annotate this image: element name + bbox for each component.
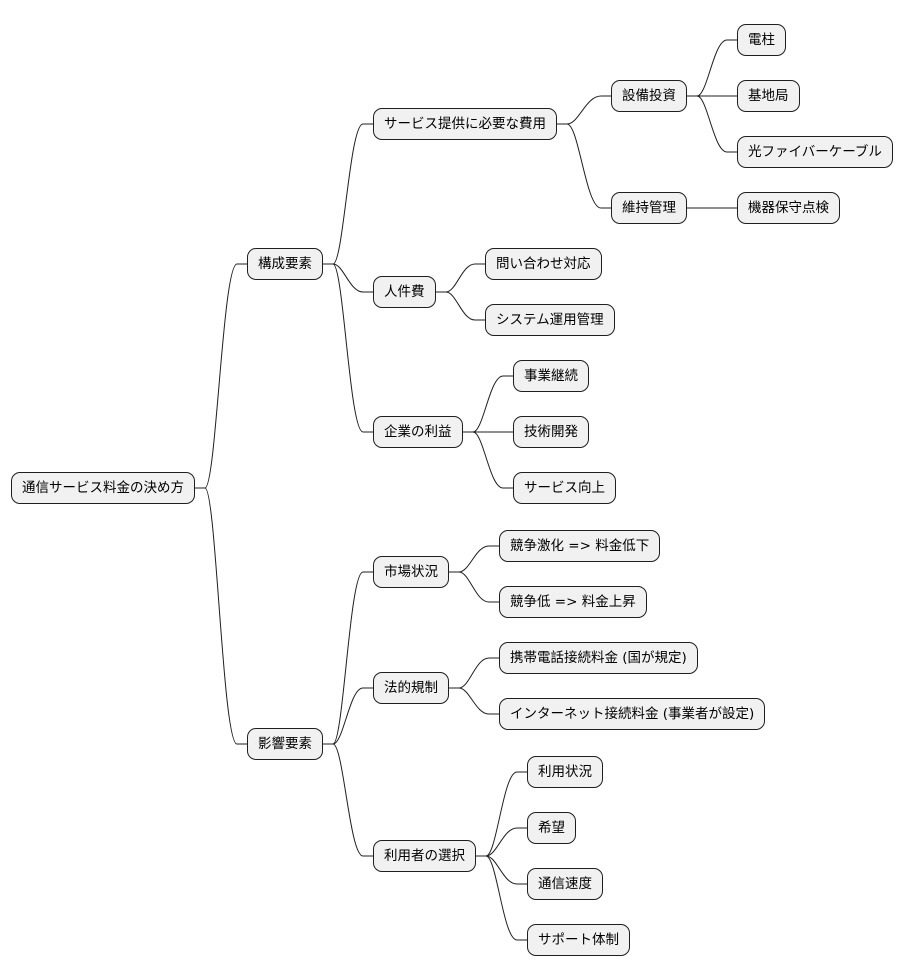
leaf-base-station: 基地局 bbox=[737, 80, 800, 112]
leaf-mobile-connection-fee: 携帯電話接続料金 (国が規定) bbox=[499, 642, 698, 674]
leaf-business-continuity: 事業継続 bbox=[513, 360, 589, 392]
node-maintenance: 維持管理 bbox=[611, 192, 687, 224]
leaf-optical-fiber-cable: 光ファイバーケーブル bbox=[737, 136, 893, 168]
edge-labor-lb1 bbox=[436, 291, 485, 321]
leaf-customer-inquiries: 問い合わせ対応 bbox=[485, 248, 602, 280]
node-equipment-investment: 設備投資 bbox=[611, 80, 687, 112]
node-company-profit: 企業の利益 bbox=[373, 416, 463, 448]
edge-root-comp bbox=[195, 263, 247, 489]
node-user-choice: 利用者の選択 bbox=[373, 840, 476, 872]
edge-svc-maint bbox=[557, 123, 611, 209]
leaf-low-competition: 競争低 => 料金上昇 bbox=[499, 586, 647, 618]
node-legal-regulation: 法的規制 bbox=[373, 672, 449, 704]
edge-labor-lb0 bbox=[436, 263, 485, 293]
edge-equip-eq2 bbox=[687, 95, 737, 153]
leaf-service-improvement: サービス向上 bbox=[513, 472, 616, 504]
node-labor-cost: 人件費 bbox=[373, 276, 436, 308]
node-market-conditions: 市場状況 bbox=[373, 556, 449, 588]
leaf-utility-pole: 電柱 bbox=[737, 24, 786, 56]
edge-profit-pf2 bbox=[463, 431, 513, 489]
edge-infl-mkt bbox=[323, 571, 373, 745]
edge-mkt-mk0 bbox=[449, 545, 499, 573]
edge-comp-labor bbox=[323, 263, 373, 293]
leaf-equipment-inspection: 機器保守点検 bbox=[737, 192, 840, 224]
root-node: 通信サービス料金の決め方 bbox=[11, 472, 195, 504]
edge-infl-reg bbox=[323, 687, 373, 745]
edge-mkt-mk1 bbox=[449, 571, 499, 603]
edge-reg-rg1 bbox=[449, 687, 499, 715]
leaf-internet-connection-fee: インターネット接続料金 (事業者が設定) bbox=[499, 698, 766, 730]
edge-svc-equip bbox=[557, 95, 611, 125]
leaf-usage-status: 利用状況 bbox=[527, 756, 603, 788]
leaf-system-operation: システム運用管理 bbox=[485, 304, 615, 336]
leaf-connection-speed: 通信速度 bbox=[527, 868, 603, 900]
node-influences: 影響要素 bbox=[247, 728, 323, 760]
leaf-preference: 希望 bbox=[527, 812, 576, 844]
edge-usr-us1 bbox=[476, 827, 527, 857]
edge-usr-us2 bbox=[476, 855, 527, 885]
node-components: 構成要素 bbox=[247, 248, 323, 280]
edge-infl-usr bbox=[323, 743, 373, 857]
edge-usr-us3 bbox=[476, 855, 527, 941]
edge-comp-profit bbox=[323, 263, 373, 433]
edge-profit-pf0 bbox=[463, 375, 513, 433]
node-service-cost: サービス提供に必要な費用 bbox=[373, 108, 557, 140]
edge-equip-eq0 bbox=[687, 39, 737, 97]
edge-usr-us0 bbox=[476, 771, 527, 857]
leaf-support-system: サポート体制 bbox=[527, 924, 630, 956]
leaf-tech-development: 技術開発 bbox=[513, 416, 589, 448]
edge-reg-rg0 bbox=[449, 657, 499, 689]
edge-comp-svc bbox=[323, 123, 373, 265]
leaf-high-competition: 競争激化 => 料金低下 bbox=[499, 530, 661, 562]
edge-root-infl bbox=[195, 487, 247, 745]
